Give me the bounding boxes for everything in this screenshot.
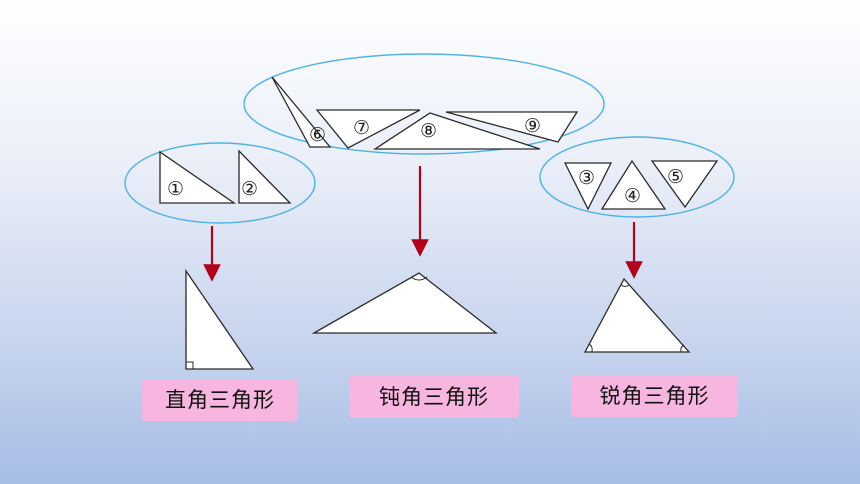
triangle-4 — [600, 159, 667, 210]
triangle-7 — [315, 109, 421, 149]
group-ellipse-acute — [539, 136, 735, 218]
triangle-1 — [159, 150, 237, 204]
triangle-2-number: ② — [241, 178, 258, 200]
triangle-5-number: ⑤ — [667, 166, 684, 188]
group-ellipse-right — [124, 142, 316, 224]
acute-angle-mark-top — [620, 284, 630, 287]
triangle-3-number: ③ — [578, 167, 595, 189]
triangle-9 — [445, 111, 579, 143]
triangle-2 — [238, 149, 292, 204]
triangle-4-number: ④ — [624, 185, 641, 207]
obtuse-triangle-shape — [311, 272, 498, 334]
acute-angle-mark-left — [588, 343, 593, 353]
triangle-6-number: ⑥ — [309, 124, 326, 146]
triangle-9-number: ⑨ — [524, 115, 541, 137]
label-obtuse-triangle: 钝角三角形 — [349, 376, 519, 418]
triangle-6 — [271, 76, 332, 148]
right-triangle-shape — [185, 268, 255, 370]
triangle-5 — [650, 160, 719, 209]
group-ellipse-obtuse — [243, 53, 605, 155]
triangle-3 — [563, 162, 613, 211]
acute-angle-mark-right — [680, 344, 685, 353]
triangle-1-number: ① — [167, 178, 184, 200]
triangle-8 — [372, 112, 541, 150]
triangle-8-number: ⑧ — [420, 120, 437, 142]
triangle-7-number: ⑦ — [353, 117, 370, 139]
obtuse-angle-mark — [410, 276, 428, 281]
acute-triangle-shape — [583, 277, 691, 353]
label-acute-triangle: 锐角三角形 — [571, 375, 738, 417]
right-angle-mark — [186, 361, 194, 369]
label-right-triangle: 直角三角形 — [142, 379, 298, 421]
